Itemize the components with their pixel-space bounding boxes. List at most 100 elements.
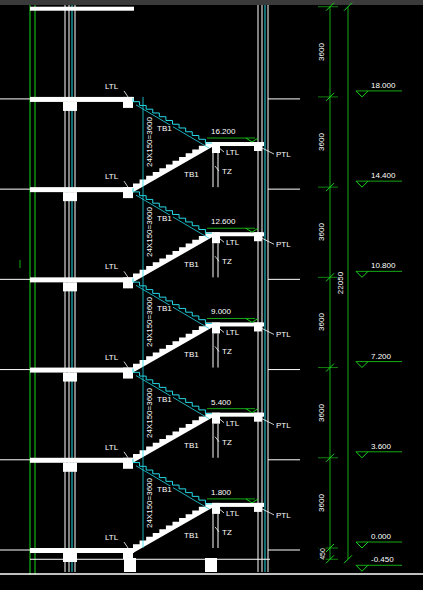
platform-beam (254, 503, 262, 512)
dimension-label: 450 (319, 547, 326, 561)
dimension-label: 3600 (318, 313, 326, 333)
lintel (63, 192, 77, 201)
elevation-mark (356, 542, 368, 548)
slab-line (0, 459, 30, 460)
extension-line (318, 96, 338, 97)
landing-beam (123, 97, 133, 108)
leader-line (124, 91, 128, 97)
dimension-label: 3600 (318, 493, 326, 513)
elevation-mark (356, 452, 368, 458)
floor-slab (30, 458, 134, 463)
slab-line (0, 189, 30, 190)
leader-line (215, 437, 219, 442)
column-line (213, 153, 214, 187)
elevation-label: 1.800 (210, 489, 232, 497)
member-label: LTL (104, 263, 119, 271)
elevation-line (356, 542, 402, 543)
extension-line (318, 367, 338, 368)
elevation-line (356, 181, 402, 182)
member-label: TZ (221, 348, 233, 356)
wall-line (35, 5, 36, 575)
platform-beam (254, 142, 262, 151)
wall-line (262, 5, 263, 572)
break-mark (20, 260, 21, 268)
slab-line (268, 369, 300, 370)
stair-flight-beyond (133, 98, 212, 143)
dimension-tick (344, 555, 352, 563)
platform-beam (254, 232, 262, 241)
extension-line (318, 457, 338, 458)
member-label: TB1 (156, 125, 173, 133)
elevation-line (356, 451, 402, 452)
extension-line (318, 6, 338, 7)
member-label: TZ (221, 529, 233, 537)
floor-slab (30, 97, 134, 102)
wall-line (268, 5, 269, 572)
elevation-line (356, 271, 402, 272)
elevation-mark (246, 499, 258, 503)
wall-line (258, 5, 259, 572)
member-label: LTL (225, 149, 240, 157)
leader-line (218, 237, 224, 242)
dimension-label: 24X150=3600 (146, 206, 154, 258)
leader-line (218, 327, 224, 332)
leader-line (218, 508, 224, 513)
member-label: TB1 (183, 442, 200, 450)
stair-flight-beyond (133, 369, 212, 414)
leader-line (124, 181, 128, 187)
member-label: TB1 (183, 171, 200, 179)
dimension-line (143, 458, 144, 548)
lintel (63, 102, 77, 111)
extension-line (318, 187, 338, 188)
elevation-mark (356, 181, 368, 187)
member-label: LTL (225, 420, 240, 428)
landing-beam (123, 277, 133, 288)
dimension-label: 24X150=3600 (146, 116, 154, 168)
elevation-mark (246, 409, 258, 413)
slab-line (0, 279, 30, 280)
dimension-line (330, 7, 331, 560)
stair-flight (133, 142, 212, 192)
floor-slab (30, 368, 134, 373)
member-label: TB1 (183, 351, 200, 359)
member-label: PTL (275, 241, 292, 249)
member-label: TZ (221, 258, 233, 266)
member-label: TZ (221, 168, 233, 176)
dimension-tick (344, 3, 352, 11)
leader-line (124, 362, 128, 368)
slab-line (268, 189, 300, 190)
extension-line (318, 277, 338, 278)
member-label: LTL (225, 239, 240, 247)
leader-line (215, 346, 219, 351)
ground-line (0, 573, 423, 575)
dimension-line (143, 187, 144, 277)
elevation-mark (246, 228, 258, 232)
landing-beam (123, 368, 133, 379)
member-label: LTL (104, 83, 119, 91)
elevation-mark (246, 138, 258, 142)
elevation-label: 14.400 (370, 172, 396, 180)
leader-line (218, 418, 224, 423)
dimension-label: 24X150=3600 (146, 477, 154, 529)
elevation-line (207, 138, 255, 139)
leader-line (124, 542, 128, 548)
stair-flight (133, 503, 212, 553)
slab-line (268, 550, 300, 551)
member-label: TB1 (156, 486, 173, 494)
elevation-mark (246, 318, 258, 322)
elevation-line (356, 90, 402, 91)
elevation-mark (356, 271, 368, 277)
elevation-label: 7.200 (370, 353, 392, 361)
elevation-line (207, 228, 255, 229)
member-label: TB1 (156, 396, 173, 404)
elevation-label: 5.400 (210, 399, 232, 407)
dimension-line (348, 7, 349, 560)
footing (124, 558, 136, 572)
landing-beam (123, 187, 133, 198)
member-label: TB1 (156, 215, 173, 223)
stair-flight-beyond (133, 188, 212, 233)
member-label: PTL (275, 331, 292, 339)
window-glass (265, 5, 266, 572)
member-label: LTL (225, 329, 240, 337)
member-label: TB1 (183, 261, 200, 269)
